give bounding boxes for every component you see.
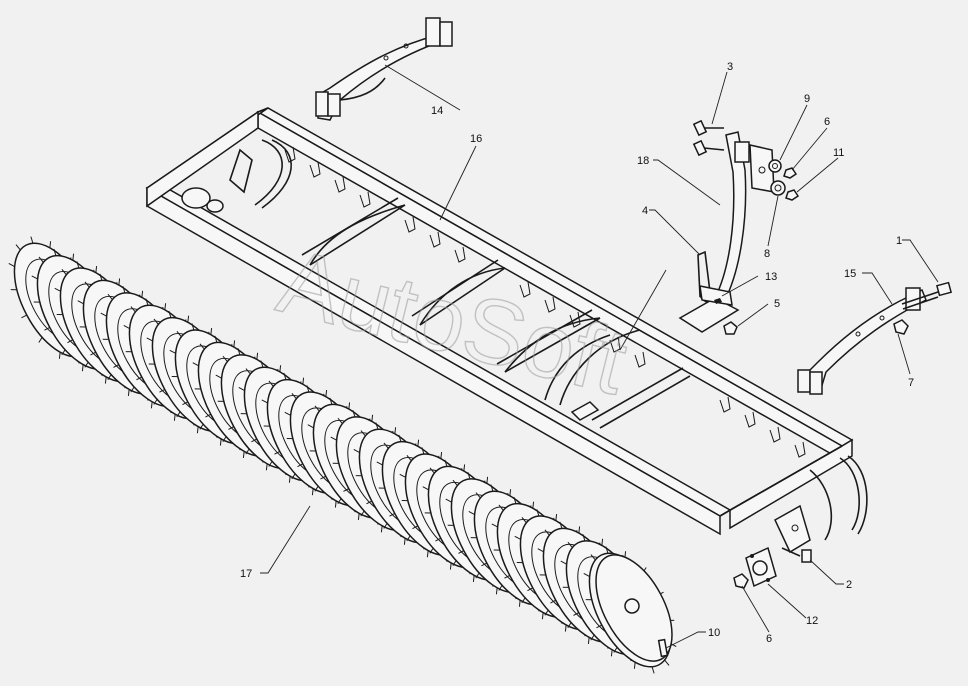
callout-17: 17: [240, 568, 252, 580]
callout-5: 5: [774, 298, 780, 310]
leader-lines: [260, 64, 939, 649]
fasteners: [657, 119, 953, 658]
spring-tine-18: [678, 131, 775, 333]
bracket-15: [797, 287, 927, 395]
callout-7: 7: [908, 377, 914, 389]
callout-4: 4: [642, 205, 648, 217]
callout-18: 18: [637, 155, 649, 167]
watermark-text: AutoSoft: [269, 230, 636, 414]
callout-11: 11: [833, 147, 844, 159]
callout-labels: 3 9 6 11 18 4 8 13 5 14 16 15 1 7 17 10 …: [240, 61, 914, 645]
roller-axle: [624, 598, 640, 614]
callout-6-upper: 6: [824, 116, 830, 128]
callout-9: 9: [804, 93, 810, 105]
callout-14: 14: [431, 105, 443, 117]
callout-15: 15: [844, 268, 856, 280]
roller-assembly: [8, 236, 677, 674]
callout-6-lower: 6: [766, 633, 772, 645]
callout-8: 8: [764, 248, 770, 260]
tine-brackets: [284, 146, 806, 458]
callout-12: 12: [806, 615, 818, 627]
callout-16: 16: [470, 133, 482, 145]
callout-1: 1: [896, 235, 902, 247]
callout-13: 13: [765, 271, 777, 283]
callout-2: 2: [846, 579, 852, 591]
callout-10: 10: [708, 627, 720, 639]
bracket-14: [315, 17, 453, 121]
callout-3: 3: [727, 61, 733, 73]
frame-assembly: [145, 107, 868, 554]
